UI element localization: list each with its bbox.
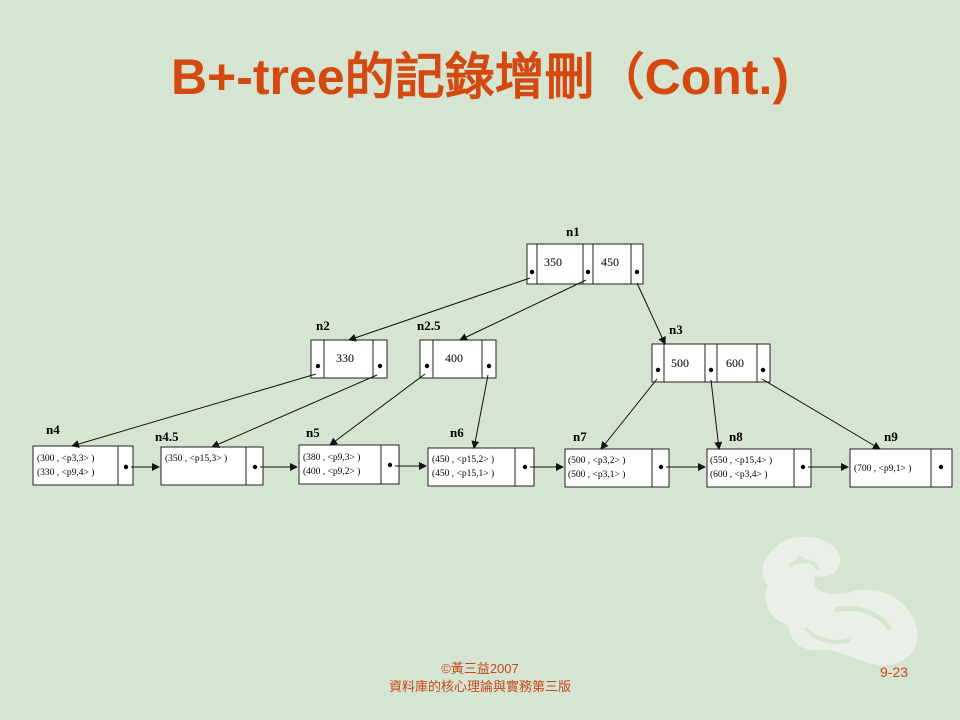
node-label-n2_5: n2.5 [417, 318, 441, 333]
leaf-entry: (450 , <p15,1> ) [432, 468, 494, 479]
leaf-entry: (550 , <p15,4> ) [710, 455, 772, 466]
pointer-dot [708, 367, 714, 373]
edge-n1-n2 [348, 277, 531, 342]
pointer-dot [760, 367, 766, 373]
leaf-entry: (500 , <p3,1> ) [568, 469, 625, 480]
tree-edges [71, 277, 881, 450]
node-key: 450 [601, 255, 619, 269]
leaf-sibling-links [131, 462, 849, 471]
edge-n2_5-n6 [471, 374, 489, 449]
pointer-dot [658, 464, 664, 470]
pointer-dot [424, 363, 430, 369]
node-label-n9: n9 [884, 429, 898, 444]
node-n2_5: n2.5 400 [417, 318, 497, 379]
node-n4: n4 (300 , <p3,3> ) (330 , <p9,4> ) [32, 422, 134, 486]
leaf-entry: (300 , <p3,3> ) [37, 453, 94, 464]
leaf-entry: (350 , <p15,3> ) [165, 453, 227, 464]
node-n2: n2 330 [310, 318, 388, 379]
edge-n3-n7 [600, 378, 658, 450]
leaf-entry: (700 , <p9,1> ) [854, 463, 911, 474]
footer-book-title: 資料庫的核心理論與實務第三版 [388, 679, 571, 694]
leaf-entry: (600 , <p3,4> ) [710, 469, 767, 480]
node-key: 400 [445, 351, 463, 365]
node-label-n4_5: n4.5 [155, 429, 179, 444]
pointer-dot [123, 464, 129, 470]
node-n8: n8 (550 , <p15,4> ) (600 , <p3,4> ) [706, 429, 812, 488]
node-label-n3: n3 [669, 322, 683, 337]
footer-copyright: ©黃三益2007 [441, 661, 519, 676]
edge-n2-n4 [71, 373, 317, 448]
leaf-entry: (400 , <p9,2> ) [303, 466, 360, 477]
pointer-dot [655, 367, 661, 373]
node-label-n6: n6 [450, 425, 464, 440]
node-key: 500 [671, 356, 689, 370]
node-n9: n9 (700 , <p9,1> ) [849, 429, 953, 488]
leaf-entry: (500 , <p3,2> ) [568, 455, 625, 466]
slide-title: B+-tree的記錄增刪（Cont.) [170, 49, 790, 105]
pointer-dot [800, 464, 806, 470]
edge-n2_5-n5 [329, 373, 426, 446]
node-key: 350 [544, 255, 562, 269]
node-label-n2: n2 [316, 318, 330, 333]
leaf-entry: (380 , <p9,3> ) [303, 452, 360, 463]
leaf-entry: (450 , <p15,2> ) [432, 454, 494, 465]
pointer-dot [252, 464, 258, 470]
node-label-n5: n5 [306, 425, 320, 440]
leaf-entry: (330 , <p9,4> ) [37, 467, 94, 478]
edge-n2-n4_5 [211, 374, 378, 448]
footer: ©黃三益2007 資料庫的核心理論與實務第三版 [0, 660, 960, 696]
node-n3: n3 500 600 [651, 322, 771, 383]
edge-n1-n2_5 [459, 279, 587, 341]
pointer-dot [634, 269, 640, 275]
pointer-dot [377, 363, 383, 369]
node-n1: n1 350 450 [526, 224, 644, 285]
node-n5: n5 (380 , <p9,3> ) (400 , <p9,2> ) [298, 425, 400, 485]
pointer-dot [486, 363, 492, 369]
node-label-n7: n7 [573, 429, 587, 444]
pointer-dot [315, 363, 321, 369]
node-n4_5: n4.5 (350 , <p15,3> ) [155, 429, 264, 486]
edge-n1-n3 [636, 282, 666, 345]
node-key: 330 [336, 351, 354, 365]
edge-n3-n9 [761, 378, 881, 450]
edge-n3-n8 [710, 379, 723, 450]
pointer-dot [529, 269, 535, 275]
pointer-dot [387, 462, 393, 468]
dragon-emblem-icon [762, 536, 918, 666]
pointer-dot [522, 464, 528, 470]
node-key: 600 [726, 356, 744, 370]
page-number: 9-23 [880, 664, 909, 680]
pointer-dot [585, 269, 591, 275]
node-label-n1: n1 [566, 224, 580, 239]
node-n7: n7 (500 , <p3,2> ) (500 , <p3,1> ) [564, 429, 670, 488]
pointer-dot [938, 464, 944, 470]
node-label-n4: n4 [46, 422, 60, 437]
node-n6: n6 (450 , <p15,2> ) (450 , <p15,1> ) [427, 425, 535, 487]
node-label-n8: n8 [729, 429, 743, 444]
